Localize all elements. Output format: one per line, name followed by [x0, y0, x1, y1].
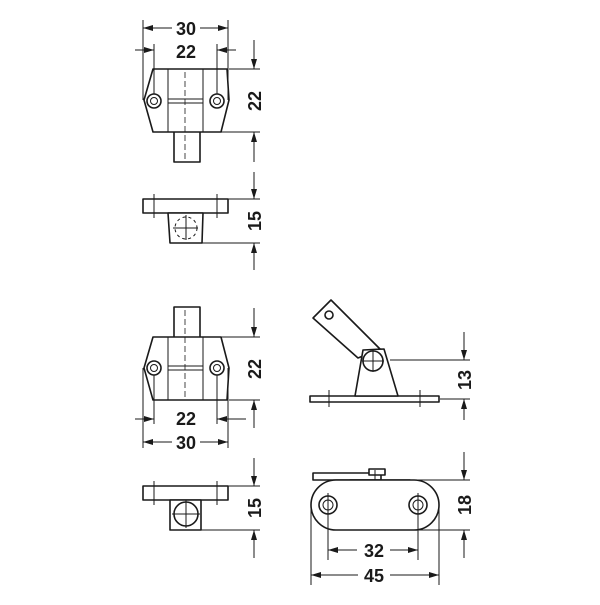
- view-bottom-left-side: 15: [142, 458, 265, 558]
- view-top-left-plan: 30 22 22: [135, 19, 265, 163]
- dim-overall-width: 30: [176, 19, 196, 39]
- dim-plate-height: 18: [455, 495, 475, 515]
- dim-body-height: 22: [245, 359, 265, 379]
- view-top-left-side: 15: [142, 172, 265, 270]
- view-right-plate-plan: 18 32 45: [310, 452, 475, 586]
- dim-hole-spacing: 22: [176, 42, 196, 62]
- dim-overall-length: 45: [364, 566, 384, 586]
- view-right-angled-side: 13: [309, 299, 475, 420]
- dim-height: 15: [245, 211, 265, 231]
- dim-height: 15: [245, 498, 265, 518]
- dim-body-height: 22: [245, 91, 265, 111]
- dim-hole-spacing: 32: [364, 541, 384, 561]
- dim-hole-spacing: 22: [176, 409, 196, 429]
- dim-pivot-height: 13: [455, 370, 475, 390]
- dim-overall-width: 30: [176, 433, 196, 453]
- view-bottom-left-plan: 22 22 30: [135, 306, 265, 453]
